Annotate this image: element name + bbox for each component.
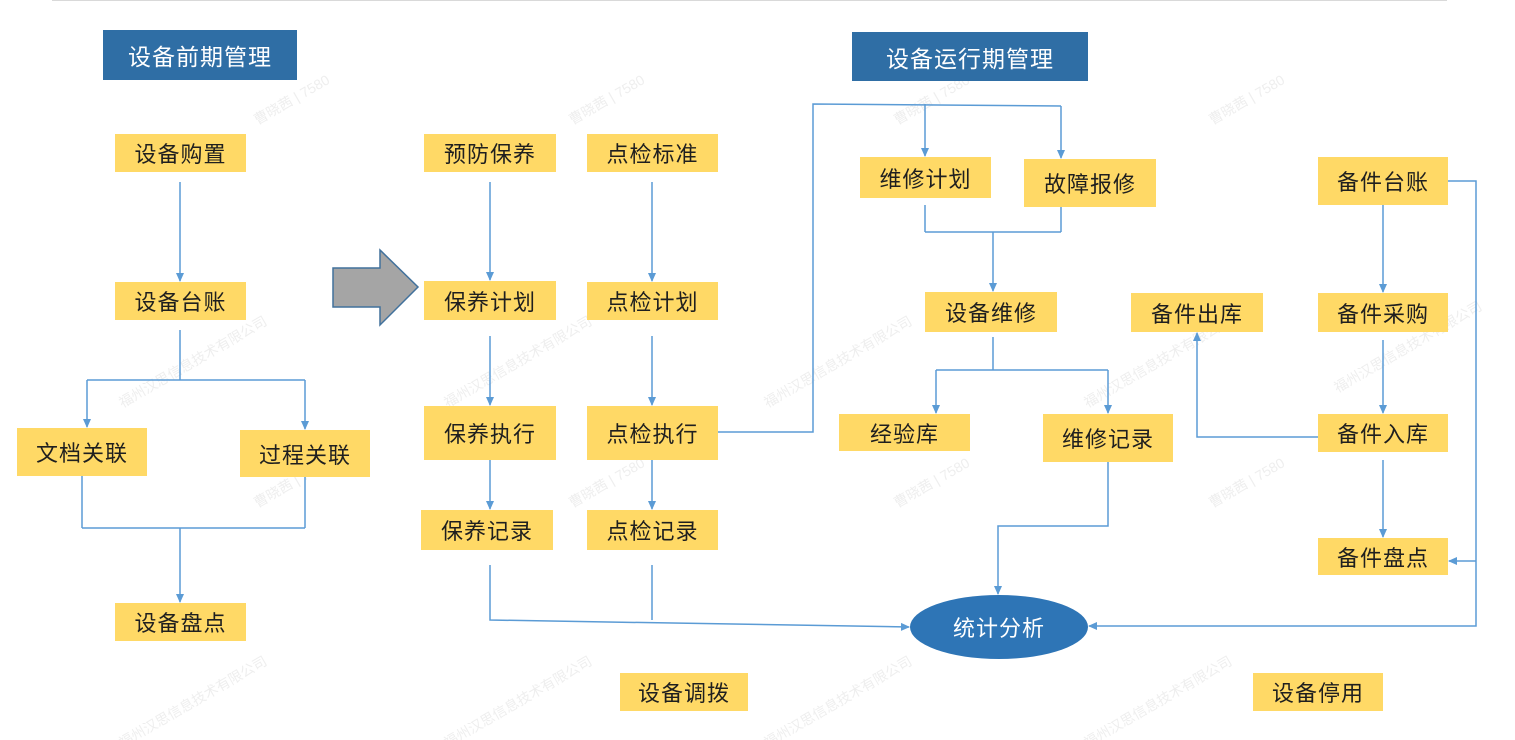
node-fault-report: 故障报修	[1024, 159, 1156, 207]
node-spare-ledger: 备件台账	[1318, 157, 1448, 205]
connector-spare-ledger-to-analysis	[1088, 180, 1477, 630]
node-equipment-inventory: 设备盘点	[115, 603, 246, 641]
node-document-link: 文档关联	[17, 428, 147, 476]
node-spare-outbound: 备件出库	[1131, 293, 1263, 332]
node-equipment-purchase: 设备购置	[115, 134, 246, 172]
connector-repair-record-to-analysis	[994, 462, 1109, 595]
node-maintenance-record: 保养记录	[421, 510, 553, 550]
connector-spare-inbound-to-outbound	[1193, 332, 1318, 438]
node-repair-plan: 维修计划	[860, 157, 991, 198]
node-maintenance-execute: 保养执行	[424, 406, 556, 460]
node-statistical-analysis: 统计分析	[910, 595, 1088, 659]
connector-maint-record-to-analysis	[489, 565, 910, 631]
node-inspection-plan: 点检计划	[587, 282, 718, 320]
node-knowledge-base: 经验库	[839, 414, 970, 451]
node-repair-record: 维修记录	[1043, 414, 1173, 462]
node-inspection-record: 点检记录	[587, 510, 718, 550]
header-early-phase: 设备前期管理	[103, 30, 297, 80]
node-spare-inventory: 备件盘点	[1318, 538, 1448, 575]
connector-insp-execute-to-repair	[718, 103, 1062, 433]
node-inspection-execute: 点检执行	[587, 406, 718, 460]
node-preventive-maintenance: 预防保养	[424, 134, 556, 172]
node-equipment-ledger: 设备台账	[115, 282, 246, 320]
header-operation-phase: 设备运行期管理	[852, 32, 1088, 81]
top-divider	[52, 0, 1447, 1]
node-spare-inbound: 备件入库	[1318, 414, 1448, 452]
node-equipment-transfer: 设备调拨	[620, 673, 748, 711]
phase-transition-arrow	[332, 248, 420, 327]
node-process-link: 过程关联	[240, 430, 370, 477]
node-equipment-deactivate: 设备停用	[1253, 673, 1383, 711]
node-spare-purchase: 备件采购	[1318, 293, 1448, 332]
node-equipment-repair: 设备维修	[925, 292, 1057, 332]
node-inspection-standard: 点检标准	[587, 134, 718, 172]
node-maintenance-plan: 保养计划	[424, 281, 556, 320]
